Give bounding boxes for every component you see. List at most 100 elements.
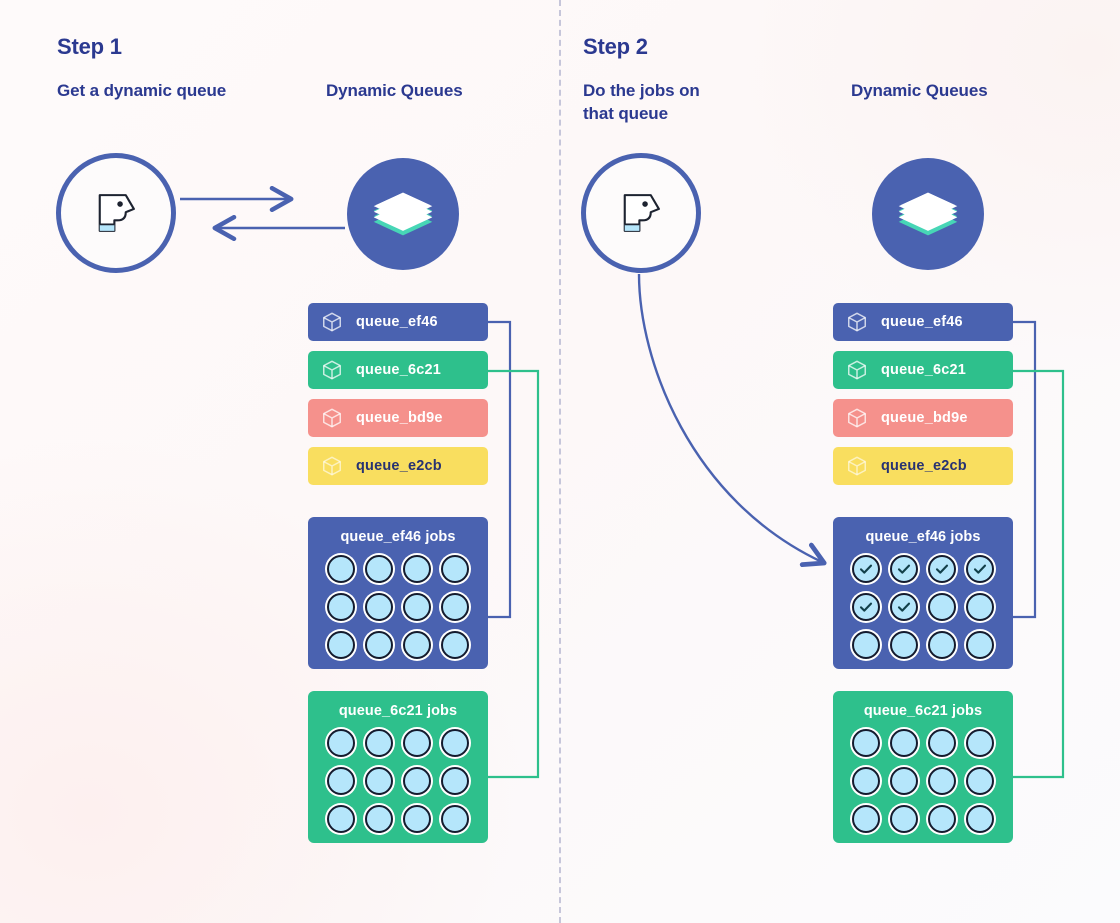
step-1-wire-ef46	[488, 320, 512, 619]
step-1-chip-queue-bd9e[interactable]: queue_bd9e	[308, 399, 488, 437]
job-circle-done	[966, 555, 994, 583]
job-circle	[441, 729, 469, 757]
chip-label: queue_bd9e	[356, 410, 443, 426]
job-circle	[441, 555, 469, 583]
chip-label: queue_ef46	[881, 314, 963, 330]
job-circle	[441, 767, 469, 795]
check-icon	[897, 602, 911, 612]
job-circle	[403, 729, 431, 757]
job-circle	[365, 767, 393, 795]
check-icon	[973, 564, 987, 574]
cube-icon	[323, 312, 341, 332]
job-circle	[890, 631, 918, 659]
job-circle	[852, 805, 880, 833]
step-2-work-curve-arrow	[637, 273, 827, 568]
job-circle	[852, 729, 880, 757]
job-grid	[833, 555, 1013, 659]
job-grid	[833, 729, 1013, 833]
jobbox-title: queue_ef46 jobs	[865, 529, 981, 545]
step-1-wire-6c21	[488, 369, 540, 779]
job-circle	[403, 805, 431, 833]
step-1-queues-badge	[347, 158, 459, 270]
job-circle	[966, 729, 994, 757]
step-1-actor-badge	[56, 153, 176, 273]
job-circle	[890, 805, 918, 833]
job-circle	[441, 631, 469, 659]
check-icon	[897, 564, 911, 574]
job-circle-done	[852, 555, 880, 583]
job-circle	[365, 555, 393, 583]
chip-label: queue_e2cb	[356, 458, 442, 474]
job-circle-done	[928, 555, 956, 583]
step-2-queues-badge	[872, 158, 984, 270]
head-profile-icon	[623, 194, 660, 232]
head-profile-icon	[98, 194, 135, 232]
chip-label: queue_ef46	[356, 314, 438, 330]
chip-label: queue_e2cb	[881, 458, 967, 474]
check-icon	[859, 602, 873, 612]
jobbox-title: queue_ef46 jobs	[340, 529, 456, 545]
step-2-wire-6c21	[1013, 369, 1065, 779]
job-circle	[327, 729, 355, 757]
job-circle-done	[890, 593, 918, 621]
step-1-chip-queue-e2cb[interactable]: queue_e2cb	[308, 447, 488, 485]
chip-label: queue_6c21	[356, 362, 442, 378]
job-circle	[890, 729, 918, 757]
job-circle	[365, 593, 393, 621]
check-icon	[859, 564, 873, 574]
jobbox-title: queue_6c21 jobs	[863, 703, 983, 719]
cube-icon	[848, 408, 866, 428]
job-circle	[890, 767, 918, 795]
job-circle	[403, 767, 431, 795]
cube-icon	[323, 456, 341, 476]
job-circle	[852, 631, 880, 659]
layers-stack-icon	[898, 192, 958, 236]
job-circle	[928, 729, 956, 757]
job-circle	[327, 631, 355, 659]
check-icon	[935, 564, 949, 574]
step-1-left-label: Get a dynamic queue	[57, 81, 227, 100]
step-1-chip-queue-ef46[interactable]: queue_ef46	[308, 303, 488, 341]
job-circle-done	[852, 593, 880, 621]
step-1-title: Step 1	[57, 34, 122, 59]
step-2-chip-queue-ef46[interactable]: queue_ef46	[833, 303, 1013, 341]
step-2-chip-queue-e2cb[interactable]: queue_e2cb	[833, 447, 1013, 485]
chip-label: queue_bd9e	[881, 410, 968, 426]
job-grid	[308, 729, 488, 833]
job-circle	[852, 767, 880, 795]
job-circle	[966, 593, 994, 621]
cube-icon	[848, 360, 866, 380]
step-2-wire-ef46	[1013, 320, 1037, 619]
job-circle	[966, 631, 994, 659]
job-circle	[441, 805, 469, 833]
step-2-chip-queue-bd9e[interactable]: queue_bd9e	[833, 399, 1013, 437]
step-2-chip-queue-6c21[interactable]: queue_6c21	[833, 351, 1013, 389]
job-circle	[327, 805, 355, 833]
job-circle	[966, 805, 994, 833]
step-1-jobbox-ef46: queue_ef46 jobs	[308, 517, 488, 669]
job-circle	[365, 805, 393, 833]
cube-icon	[323, 360, 341, 380]
job-circle	[928, 631, 956, 659]
layers-stack-icon	[373, 192, 433, 236]
job-circle	[966, 767, 994, 795]
step-1-jobbox-6c21: queue_6c21 jobs	[308, 691, 488, 843]
cube-icon	[848, 312, 866, 332]
step-2-jobbox-ef46: queue_ef46 jobs	[833, 517, 1013, 669]
job-circle	[327, 593, 355, 621]
cube-icon	[848, 456, 866, 476]
job-grid	[308, 555, 488, 659]
step-2-right-label: Dynamic Queues	[851, 81, 988, 100]
step-divider	[559, 0, 561, 923]
job-circle	[365, 631, 393, 659]
chip-label: queue_6c21	[881, 362, 967, 378]
job-circle	[403, 631, 431, 659]
job-circle	[365, 729, 393, 757]
step-1-right-label: Dynamic Queues	[326, 81, 463, 100]
step-2-jobbox-6c21: queue_6c21 jobs	[833, 691, 1013, 843]
job-circle	[403, 555, 431, 583]
cube-icon	[323, 408, 341, 428]
step-1-chip-queue-6c21[interactable]: queue_6c21	[308, 351, 488, 389]
job-circle	[327, 767, 355, 795]
